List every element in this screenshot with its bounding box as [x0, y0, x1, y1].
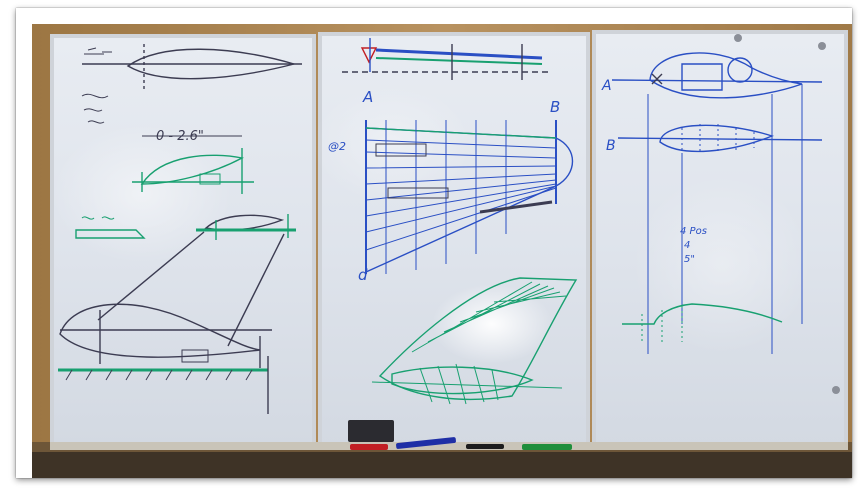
right-note-1: 4 Pos	[680, 226, 707, 237]
blue-marker	[396, 437, 456, 449]
whiteboard-scene: 0 - 2.6"	[32, 24, 852, 478]
right-label-a: A	[601, 78, 612, 94]
right-drawings	[611, 52, 823, 354]
pen-tray	[50, 442, 848, 450]
green-marker	[522, 444, 572, 450]
right-note-3: 5"	[684, 254, 695, 265]
left-dim-label: 0 - 2.6"	[156, 129, 204, 144]
middle-scale-label: @2	[328, 140, 346, 153]
middle-label-d: d	[358, 266, 368, 284]
eraser	[348, 420, 394, 442]
photo-frame: 0 - 2.6"	[16, 8, 852, 478]
left-whiteboard	[50, 34, 316, 448]
right-whiteboard	[592, 30, 848, 450]
black-marker	[466, 444, 504, 449]
middle-drawings	[342, 38, 578, 405]
right-note-2: 4	[684, 240, 690, 251]
whiteboard-photo: 0 - 2.6"	[32, 24, 852, 478]
right-label-b: B	[606, 138, 616, 154]
red-marker	[350, 444, 388, 450]
middle-whiteboard	[312, 32, 590, 450]
middle-label-b: B	[550, 98, 560, 116]
floor-shadow	[32, 452, 852, 478]
left-drawings	[58, 44, 302, 414]
middle-label-a: A	[362, 88, 373, 106]
